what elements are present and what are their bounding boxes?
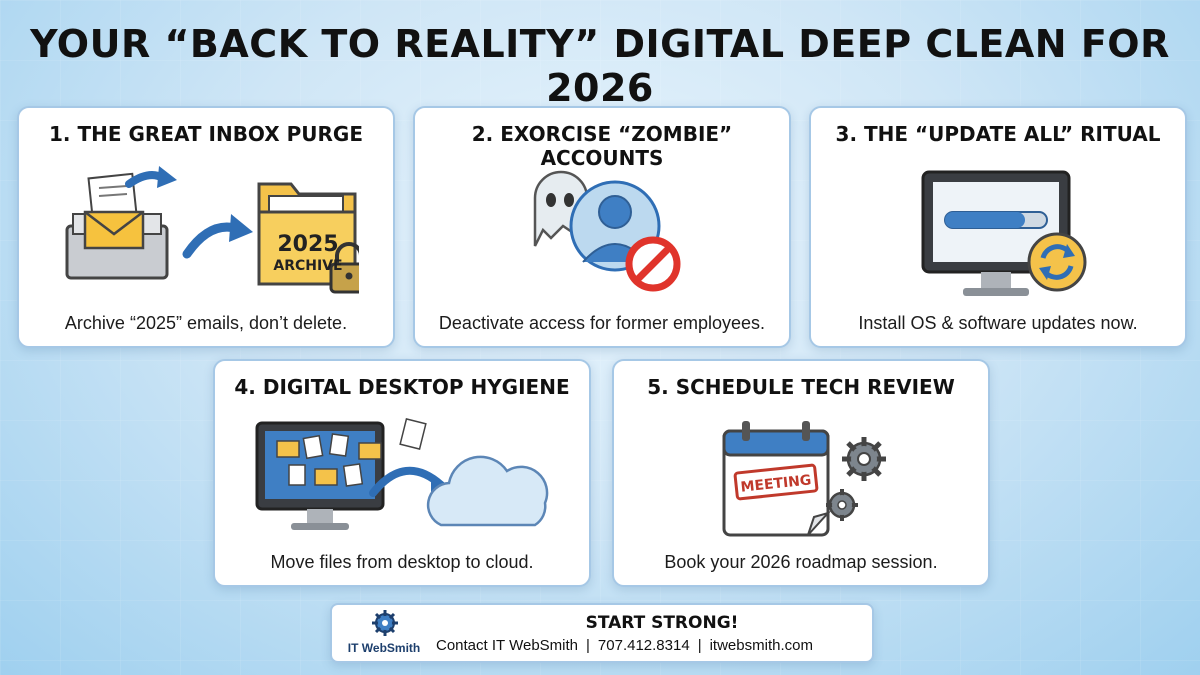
card-inbox-purge: 1. THE GREAT INBOX PURGE 2025 ARCHIVE Ar… xyxy=(17,106,395,348)
contact-label: Contact IT WebSmith xyxy=(436,637,579,654)
brand-name: IT WebSmith xyxy=(336,641,432,655)
footer-headline: START STRONG! xyxy=(585,613,739,633)
card-desktop-hygiene: 4. DIGITAL DESKTOP HYGIENE Move files fr… xyxy=(213,359,591,587)
phone-link[interactable]: 707.412.8314 xyxy=(597,637,690,654)
calendar-gears-icon xyxy=(722,421,886,537)
brand-websmith: WebSmith xyxy=(361,641,421,655)
page-title: YOUR “BACK TO REALITY” DIGITAL DEEP CLEA… xyxy=(30,22,1170,110)
brand-logo: IT WebSmith xyxy=(336,609,432,657)
card-zombie-accounts: 2. EXORCISE “ZOMBIE” ACCOUNTS Deactivate… xyxy=(413,106,791,348)
monitor-update-icon xyxy=(921,170,1087,296)
card-caption: Archive “2025” emails, don’t delete. xyxy=(64,313,348,333)
separator: | xyxy=(697,637,702,654)
card-title: 3. THE “UPDATE ALL” RITUAL xyxy=(835,122,1161,146)
separator: | xyxy=(586,637,590,654)
card-tech-review: 5. SCHEDULE TECH REVIEW MEETING Book you… xyxy=(612,359,990,587)
folder-year: 2025 xyxy=(277,232,339,257)
card-update-all: 3. THE “UPDATE ALL” RITUAL Install OS & … xyxy=(809,106,1187,348)
ghost-user-blocked-icon xyxy=(533,170,681,292)
gear-logo-icon xyxy=(372,610,398,636)
folder-label: ARCHIVE xyxy=(273,258,343,274)
card-caption: Move files from desktop to cloud. xyxy=(270,552,534,572)
card-title: 2. EXORCISE “ZOMBIE” ACCOUNTS xyxy=(471,122,733,170)
website-link[interactable]: itwebsmith.com xyxy=(709,637,813,654)
footer-contact-line: Contact IT WebSmith | 707.412.8314 | itwebsm… xyxy=(436,637,813,654)
card-title: 4. DIGITAL DESKTOP HYGIENE xyxy=(234,375,570,399)
inbox-archive-icon xyxy=(65,166,359,294)
card-title: 1. THE GREAT INBOX PURGE xyxy=(49,122,363,146)
card-title: 5. SCHEDULE TECH REVIEW xyxy=(647,375,955,399)
contact-footer: IT WebSmith START STRONG! Contact IT Web… xyxy=(330,603,874,663)
card-caption: Deactivate access for former employees. xyxy=(438,313,766,333)
card-caption: Install OS & software updates now. xyxy=(858,313,1138,333)
brand-it: IT xyxy=(347,641,359,655)
desktop-to-cloud-icon xyxy=(255,418,549,530)
card-caption: Book your 2026 roadmap session. xyxy=(664,552,938,572)
